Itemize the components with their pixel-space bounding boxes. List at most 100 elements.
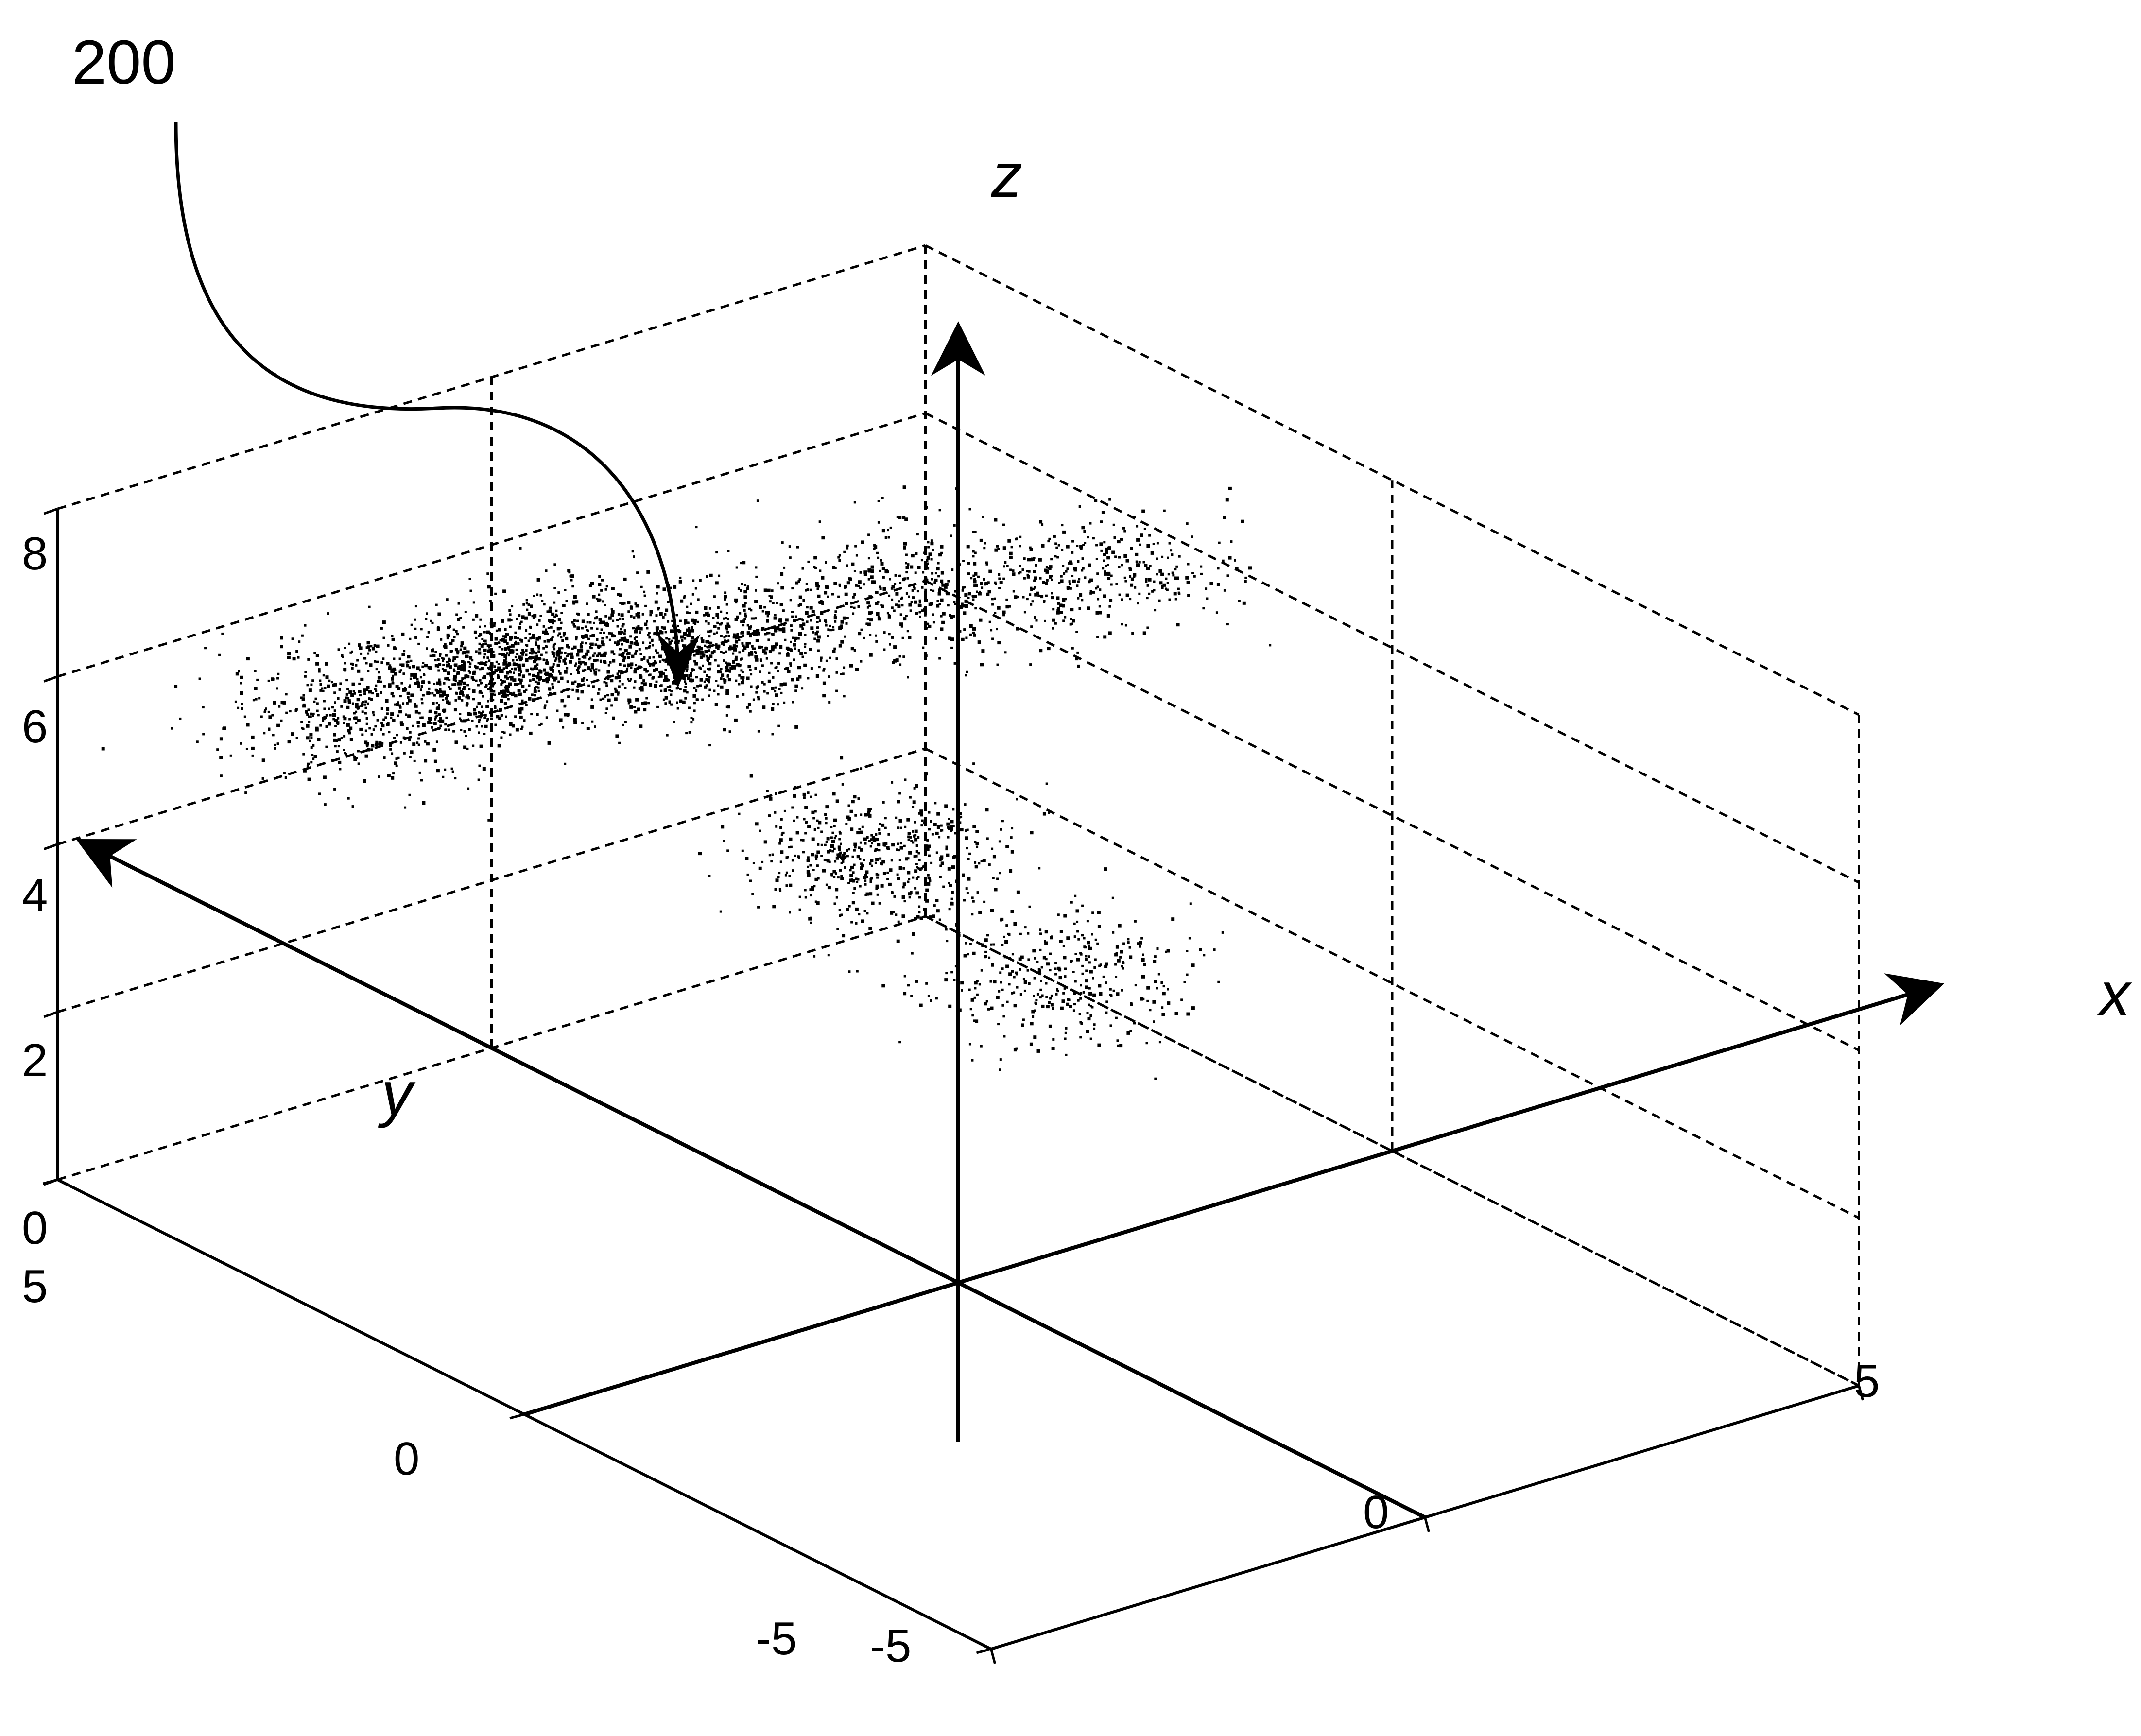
data-point bbox=[1120, 538, 1122, 541]
data-point bbox=[848, 905, 851, 908]
data-point bbox=[1069, 1005, 1072, 1008]
data-point bbox=[734, 718, 738, 722]
data-point bbox=[771, 645, 774, 648]
data-point bbox=[1146, 544, 1150, 548]
data-point bbox=[376, 660, 379, 663]
data-point bbox=[364, 700, 367, 703]
data-point bbox=[924, 772, 928, 776]
data-point bbox=[648, 636, 651, 639]
data-point bbox=[560, 676, 564, 680]
data-point bbox=[867, 811, 871, 815]
data-point bbox=[440, 638, 443, 641]
data-point bbox=[920, 559, 923, 562]
data-point bbox=[1105, 1000, 1108, 1003]
data-point bbox=[443, 669, 447, 672]
data-point bbox=[454, 699, 457, 702]
data-point bbox=[371, 647, 375, 651]
data-point bbox=[312, 757, 315, 760]
data-point bbox=[646, 670, 649, 672]
data-point bbox=[654, 684, 657, 688]
data-point bbox=[416, 721, 420, 724]
data-point bbox=[766, 619, 769, 623]
data-point bbox=[766, 692, 769, 695]
data-point bbox=[1129, 955, 1133, 959]
data-point bbox=[801, 567, 804, 570]
data-point bbox=[355, 710, 358, 713]
data-point bbox=[624, 687, 627, 689]
data-point bbox=[984, 542, 986, 545]
data-point bbox=[268, 715, 272, 719]
data-point bbox=[897, 604, 901, 608]
data-point bbox=[635, 642, 639, 646]
data-point bbox=[837, 845, 841, 849]
data-point bbox=[1057, 602, 1060, 605]
data-point bbox=[1191, 963, 1195, 967]
data-point bbox=[901, 596, 903, 599]
data-point bbox=[880, 559, 882, 562]
data-point bbox=[605, 682, 608, 685]
data-point bbox=[387, 644, 390, 647]
data-point bbox=[733, 648, 737, 652]
data-point bbox=[921, 819, 924, 822]
data-point bbox=[1071, 551, 1074, 554]
data-point bbox=[452, 730, 455, 733]
data-point bbox=[367, 670, 370, 672]
data-point bbox=[801, 687, 804, 690]
data-point bbox=[461, 699, 464, 702]
data-point bbox=[497, 744, 501, 748]
data-point bbox=[462, 665, 466, 669]
data-point bbox=[468, 712, 472, 716]
data-point bbox=[724, 639, 726, 642]
data-point bbox=[519, 678, 523, 682]
data-point bbox=[1073, 991, 1076, 995]
data-point bbox=[867, 533, 870, 536]
data-point bbox=[1052, 1038, 1055, 1041]
data-point bbox=[502, 635, 505, 638]
data-point bbox=[604, 622, 608, 626]
data-point bbox=[1041, 544, 1045, 548]
data-point bbox=[348, 718, 351, 721]
data-point bbox=[969, 1008, 972, 1011]
data-point bbox=[929, 879, 932, 882]
data-point bbox=[645, 647, 648, 650]
data-point bbox=[478, 635, 481, 637]
data-point bbox=[984, 950, 987, 953]
data-point bbox=[517, 642, 520, 645]
data-point bbox=[867, 622, 871, 626]
data-point bbox=[1152, 543, 1155, 545]
data-point bbox=[869, 862, 872, 865]
data-point bbox=[684, 697, 687, 700]
data-point bbox=[531, 656, 534, 659]
data-point bbox=[948, 882, 950, 884]
data-point bbox=[414, 710, 418, 714]
data-point bbox=[912, 800, 916, 804]
data-point bbox=[998, 990, 1001, 993]
data-point bbox=[557, 591, 560, 594]
data-point bbox=[825, 805, 829, 809]
data-point bbox=[604, 677, 607, 680]
data-point bbox=[727, 678, 731, 682]
data-point bbox=[950, 616, 953, 619]
data-point bbox=[545, 628, 548, 631]
data-point bbox=[723, 728, 726, 732]
data-point bbox=[312, 712, 315, 715]
data-point bbox=[468, 671, 471, 674]
data-point bbox=[612, 716, 615, 720]
data-point bbox=[1116, 992, 1120, 996]
data-point bbox=[635, 650, 638, 653]
data-point bbox=[1016, 798, 1018, 801]
data-point bbox=[755, 639, 759, 642]
data-point bbox=[804, 889, 807, 892]
data-point bbox=[778, 842, 781, 845]
data-point bbox=[801, 627, 804, 630]
data-point bbox=[1071, 575, 1074, 577]
data-point bbox=[915, 877, 918, 880]
data-point bbox=[1178, 555, 1181, 558]
data-point bbox=[777, 627, 779, 630]
data-point bbox=[950, 825, 953, 829]
data-point bbox=[343, 699, 347, 703]
data-point bbox=[725, 669, 729, 672]
data-point bbox=[633, 555, 635, 558]
data-point bbox=[1129, 1030, 1132, 1032]
data-point bbox=[813, 828, 816, 831]
